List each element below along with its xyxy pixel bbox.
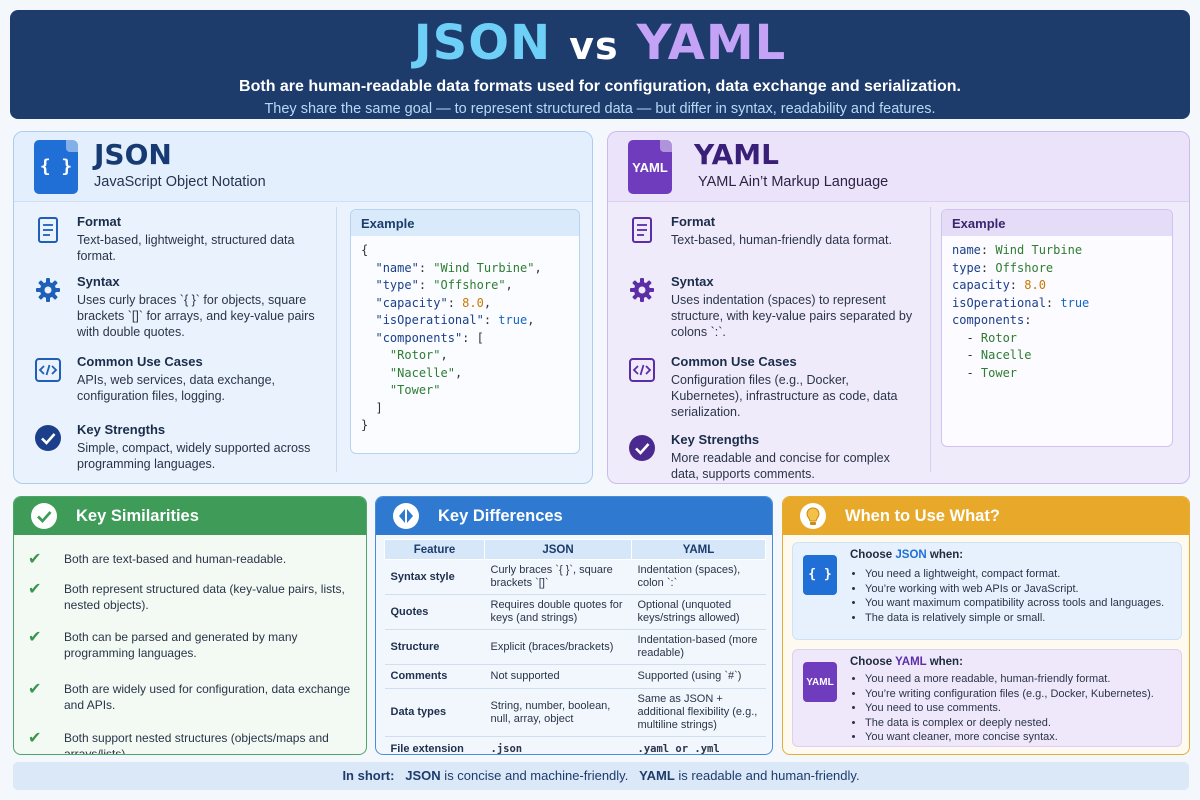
page-title: JSON vs YAML (10, 10, 1190, 73)
header-tagline: They share the same goal — to represent … (264, 101, 936, 117)
similarities-header: Key Similarities (14, 497, 366, 535)
file-braces-icon: { } (803, 555, 837, 595)
document-icon (632, 217, 652, 243)
title-json: JSON (413, 15, 552, 71)
check-icon: ✔ (28, 627, 42, 646)
list-item: The data is relatively simple or small. (865, 611, 1175, 625)
table-header-row: Feature JSON YAML (384, 539, 766, 560)
check-circle-icon (35, 425, 61, 451)
json-example-box: Example { "name": "Wind Turbine", "type"… (350, 209, 580, 454)
json-panel: { } JSON JavaScript Object Notation Form… (13, 131, 593, 484)
check-icon: ✔ (28, 679, 42, 698)
json-subtitle: JavaScript Object Notation (94, 174, 266, 190)
check-icon: ✔ (28, 579, 42, 598)
check-circle-icon (31, 503, 57, 529)
when-to-use-card: When to Use What? { } Choose JSON when: … (782, 496, 1190, 755)
differences-header: Key Differences (376, 497, 772, 535)
header-subtitle: Both are human-readable data formats use… (239, 78, 961, 95)
table-row: File extension.json.yaml or .yml (384, 736, 766, 754)
list-item: You want maximum compatibility across to… (865, 596, 1175, 610)
check-circle-icon (629, 435, 655, 461)
choose-yaml-title: Choose YAML when: (850, 656, 963, 668)
title-vs: vs (569, 24, 619, 68)
summary-footer: In short: JSON is concise and machine-fr… (13, 762, 1189, 790)
list-item: You need a more readable, human-friendly… (865, 672, 1175, 686)
footer-label: In short: (342, 768, 395, 783)
choose-json-box: { } Choose JSON when: You need a lightwe… (792, 542, 1182, 640)
yaml-example-title: Example (942, 210, 1172, 236)
yaml-title: YAML (694, 138, 779, 171)
compare-icon (393, 503, 419, 529)
json-title: JSON (94, 138, 172, 171)
check-icon: ✔ (28, 549, 42, 568)
gear-icon (36, 278, 60, 302)
choose-json-title: Choose JSON when: (850, 549, 964, 561)
header-banner: JSON vs YAML Both are human-readable data … (10, 10, 1190, 119)
document-icon (38, 217, 58, 243)
file-braces-icon: { } (34, 140, 78, 194)
list-item: You need a lightweight, compact format. (865, 567, 1175, 581)
similarities-title: Key Similarities (76, 507, 199, 525)
check-icon: ✔ (28, 728, 42, 747)
code-icon (35, 358, 61, 382)
choose-json-list: You need a lightweight, compact format. … (865, 567, 1175, 625)
when-title: When to Use What? (845, 507, 1000, 525)
title-yaml: YAML (636, 15, 787, 71)
yaml-panel: YAML YAML YAML Ain’t Markup Language For… (607, 131, 1190, 484)
choose-yaml-box: YAML Choose YAML when: You need a more r… (792, 649, 1182, 747)
list-item: The data is complex or deeply nested. (865, 716, 1175, 730)
differences-title: Key Differences (438, 507, 563, 525)
list-item: You want cleaner, more concise syntax. (865, 730, 1175, 744)
yaml-divider (930, 207, 931, 472)
yaml-file-icon: YAML (628, 140, 672, 194)
lightbulb-icon (800, 503, 826, 529)
differences-card: Key Differences Feature JSON YAML Syntax… (375, 496, 773, 755)
yaml-subtitle: YAML Ain’t Markup Language (698, 174, 889, 190)
similarities-card: Key Similarities ✔Both are text-based an… (13, 496, 367, 755)
when-header: When to Use What? (783, 497, 1189, 535)
json-example-title: Example (351, 210, 579, 236)
choose-yaml-list: You need a more readable, human-friendly… (865, 672, 1175, 745)
yaml-panel-header: YAML YAML YAML Ain’t Markup Language (608, 132, 1189, 202)
yaml-file-icon: YAML (803, 662, 837, 702)
gear-icon (630, 278, 654, 302)
yaml-code: name: Wind Turbine type: Offshore capaci… (952, 243, 1090, 380)
list-item: You need to use comments. (865, 701, 1175, 715)
json-divider (336, 207, 337, 472)
json-panel-header: { } JSON JavaScript Object Notation (14, 132, 592, 202)
yaml-example-box: Example name: Wind Turbine type: Offshor… (941, 209, 1173, 447)
json-code: { "name": "Wind Turbine", "type": "Offsh… (361, 243, 542, 432)
code-icon (629, 358, 655, 382)
list-item: You’re writing configuration files (e.g.… (865, 687, 1175, 701)
list-item: You’re working with web APIs or JavaScri… (865, 582, 1175, 596)
